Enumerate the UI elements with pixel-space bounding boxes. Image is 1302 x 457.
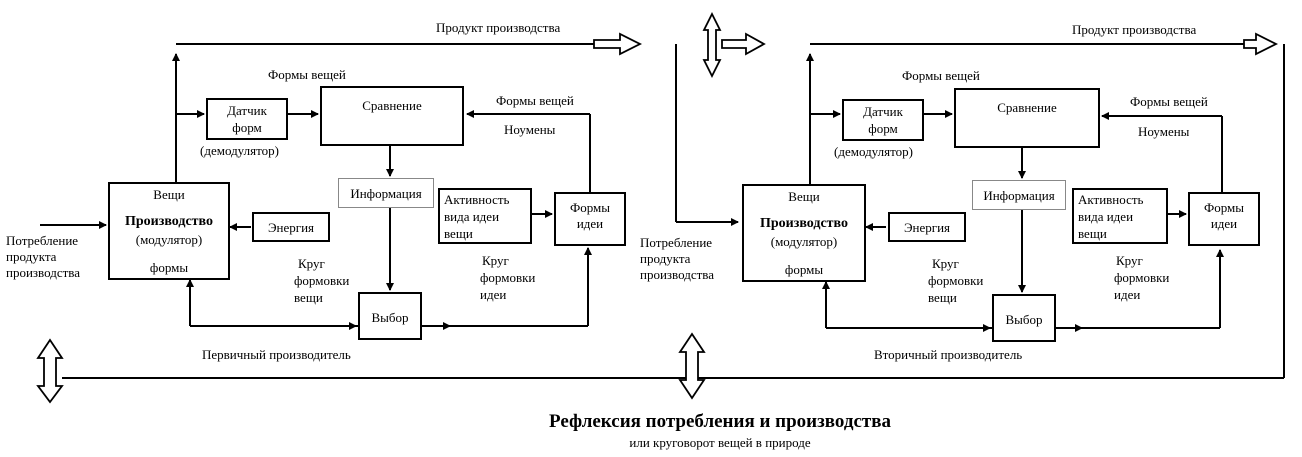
left-production-box: Вещи Производство (модулятор) формы	[108, 182, 230, 280]
right-comparison-label: Сравнение	[997, 100, 1057, 115]
right-modulator-label: (модулятор)	[770, 234, 838, 249]
left-product-label: Продукт производства	[436, 20, 561, 35]
right-circle-idea-line2: формовки	[1114, 270, 1170, 285]
left-forms-right-label: Формы вещей	[496, 93, 574, 108]
left-choice-box: Выбор	[358, 292, 422, 340]
left-information-label: Информация	[350, 186, 422, 201]
left-things-label: Вещи	[153, 187, 185, 202]
right-forms-bottom-label: формы	[784, 262, 824, 277]
right-product-arrow	[1243, 32, 1279, 56]
left-consumption-line2: продукта	[6, 249, 57, 264]
left-noumena-label: Ноумены	[504, 122, 556, 137]
left-idea-forms-box: Формы идеи	[554, 192, 626, 246]
left-sensor-line2: форм	[232, 120, 262, 135]
left-consumption-line3: производства	[6, 265, 81, 280]
left-production-label: Производство	[124, 214, 214, 229]
right-forms-top-label: Формы вещей	[902, 68, 980, 83]
left-product-arrow	[593, 32, 643, 56]
left-forms-bottom-label: формы	[149, 260, 189, 275]
right-information-box: Информация	[972, 180, 1066, 210]
left-sensor-line3: (демодулятор)	[200, 143, 279, 158]
right-circle-things-line3: вещи	[928, 290, 957, 305]
right-producer-label: Вторичный производитель	[874, 347, 1023, 362]
center-vertical-double-arrow	[702, 11, 722, 79]
left-modulator-label: (модулятор)	[135, 232, 203, 247]
left-activity-line2: вида идеи	[444, 209, 500, 224]
right-consumption-line1: Потребление	[640, 235, 713, 250]
left-choice-label: Выбор	[371, 310, 409, 325]
left-idea-forms-line1: Формы	[569, 200, 611, 215]
right-idea-forms-box: Формы идеи	[1188, 192, 1260, 246]
right-consumption-line3: производства	[640, 267, 715, 282]
right-choice-box: Выбор	[992, 294, 1056, 342]
right-idea-forms-line1: Формы	[1203, 200, 1245, 215]
left-information-box: Информация	[338, 178, 434, 208]
right-product-label: Продукт производства	[1072, 22, 1197, 37]
right-forms-right-label: Формы вещей	[1130, 94, 1208, 109]
right-activity-box: Активность вида идеи вещи	[1072, 188, 1168, 244]
left-circle-idea-line3: идеи	[480, 287, 507, 302]
right-circle-idea-line3: идеи	[1114, 287, 1141, 302]
right-energy-label: Энергия	[903, 220, 951, 235]
right-idea-forms-line2: идеи	[1210, 216, 1238, 231]
right-things-label: Вещи	[788, 189, 820, 204]
left-activity-box: Активность вида идеи вещи	[438, 188, 532, 244]
center-loop-double-arrow	[678, 332, 706, 400]
right-sensor-line3: (демодулятор)	[834, 144, 913, 159]
left-circle-idea-line1: Круг	[482, 253, 509, 268]
left-producer-label: Первичный производитель	[202, 347, 351, 362]
left-circle-things-line2: формовки	[294, 273, 350, 288]
left-circle-things-line1: Круг	[298, 256, 325, 271]
diagram-subtitle: или круговорот вещей в природе	[629, 435, 811, 450]
left-energy-box: Энергия	[252, 212, 330, 242]
left-comparison-box: Сравнение	[320, 86, 464, 146]
right-consumption-line2: продукта	[640, 251, 691, 266]
left-loop-double-arrow	[36, 338, 64, 404]
right-production-box: Вещи Производство (модулятор) формы	[742, 184, 866, 282]
left-sensor-box: Датчик форм	[206, 98, 288, 140]
left-sensor-line1: Датчик	[227, 103, 267, 118]
right-activity-line3: вещи	[1078, 226, 1107, 241]
right-circle-things-line1: Круг	[932, 256, 959, 271]
left-activity-line3: вещи	[444, 226, 473, 241]
right-energy-box: Энергия	[888, 212, 966, 242]
left-circle-things-line3: вещи	[294, 290, 323, 305]
right-activity-line2: вида идеи	[1078, 209, 1134, 224]
right-information-label: Информация	[983, 188, 1055, 203]
left-idea-forms-line2: идеи	[576, 216, 604, 231]
right-circle-idea-line1: Круг	[1116, 253, 1143, 268]
left-circle-idea-line2: формовки	[480, 270, 536, 285]
right-noumena-label: Ноумены	[1138, 124, 1190, 139]
right-choice-label: Выбор	[1005, 312, 1043, 327]
right-comparison-box: Сравнение	[954, 88, 1100, 148]
left-energy-label: Энергия	[267, 220, 315, 235]
left-comparison-label: Сравнение	[362, 98, 422, 113]
right-sensor-box: Датчик форм	[842, 99, 924, 141]
left-consumption-line1: Потребление	[6, 233, 79, 248]
right-circle-things-line2: формовки	[928, 273, 984, 288]
right-sensor-line2: форм	[868, 121, 898, 136]
right-sensor-line1: Датчик	[863, 104, 903, 119]
center-product-arrow	[721, 32, 766, 56]
diagram-title: Рефлексия потребления и производства	[549, 411, 891, 432]
left-forms-top-label: Формы вещей	[268, 67, 346, 82]
left-activity-line1: Активность	[444, 192, 510, 207]
right-activity-line1: Активность	[1078, 192, 1144, 207]
right-production-label: Производство	[759, 216, 849, 231]
